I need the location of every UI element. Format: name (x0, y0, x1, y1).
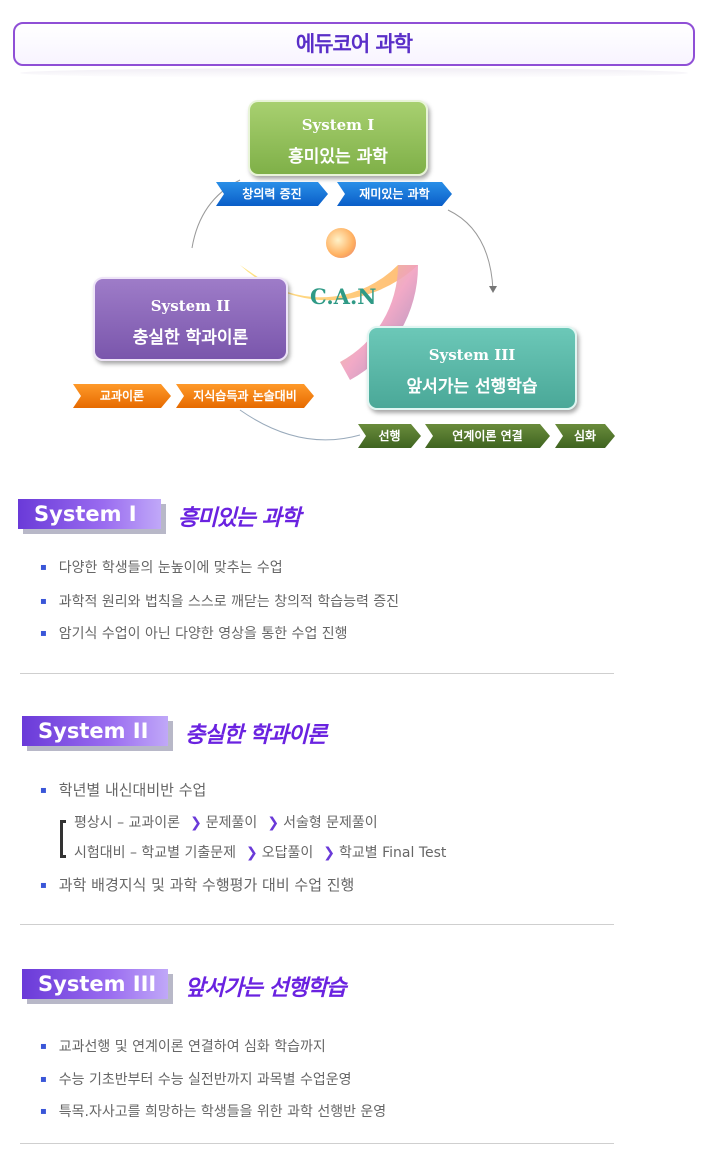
system1-name: 흥미있는 과학 (288, 147, 388, 167)
line2-step2: 학교별 Final Test (339, 845, 447, 861)
line1-step2: 서술형 문제풀이 (283, 815, 378, 831)
chevron-right-icon: ❯ (246, 845, 258, 861)
schedule-line-exam: 시험대비 – 학교별 기출문제❯오답풀이❯학교별 Final Test (74, 842, 446, 862)
arc-bottom (239, 409, 361, 441)
tag-creativity: 창의력 증진 (216, 182, 328, 206)
section1-bullet-1: 다양한 학생들의 눈높이에 맞추는 수업 (40, 557, 283, 577)
system2-roman: System II (150, 297, 231, 315)
section2-bullet-top: 학년별 내신대비반 수업 (40, 779, 207, 800)
schedule-line-normal: 평상시 – 교과이론❯문제풀이❯서술형 문제풀이 (74, 812, 378, 832)
section1-bullet-2: 과학적 원리와 법칙을 스스로 깨닫는 창의적 학습능력 증진 (40, 591, 399, 611)
line2-lead: 시험대비 – 학교별 기출문제 (74, 845, 237, 861)
system2-name: 충실한 학과이론 (132, 328, 249, 348)
chevron-right-icon: ❯ (190, 815, 202, 831)
page-title-bar: 에듀코어 과학 (13, 22, 695, 66)
divider-3 (20, 1143, 614, 1144)
tag-linked-theory: 연계이론 연결 (425, 424, 550, 448)
bracket-icon (60, 820, 66, 858)
system3-name: 앞서가는 선행학습 (406, 377, 538, 397)
section2-subtitle: 충실한 학과이론 (185, 723, 327, 748)
system1-box: System I 흥미있는 과학 (248, 100, 428, 176)
section3-bullet-2: 수능 기초반부터 수능 실전반까지 과목별 수업운영 (40, 1069, 352, 1089)
divider-2 (20, 924, 614, 925)
chevron-right-icon: ❯ (323, 845, 336, 861)
section1-badge: System I (18, 499, 161, 529)
system1-roman: System I (301, 116, 375, 134)
tag-theory: 교과이론 (73, 384, 171, 408)
section3-bullet-3: 특목.자사고를 희망하는 학생들을 위한 과학 선행반 운영 (40, 1101, 386, 1121)
tag-advanced: 심화 (555, 424, 615, 448)
center-dot (326, 228, 356, 258)
tag-fun-science: 재미있는 과학 (337, 182, 452, 206)
can-label: C.A.N (310, 284, 377, 309)
chevron-right-icon: ❯ (267, 815, 280, 831)
section3-subtitle: 앞서가는 선행학습 (185, 976, 347, 1001)
section1-subtitle: 흥미있는 과학 (178, 506, 301, 531)
line2-step1: 오답풀이 (261, 845, 314, 861)
system2-box: System II 충실한 학과이론 (93, 277, 288, 361)
tag-knowledge-essay: 지식습득과 논술대비 (176, 384, 314, 408)
section3-badge: System III (22, 969, 168, 999)
system3-roman: System III (428, 346, 516, 364)
section3-bullet-1: 교과선행 및 연계이론 연결하여 심화 학습까지 (40, 1036, 326, 1056)
section1-bullet-3: 암기식 수업이 아닌 다양한 영상을 통한 수업 진행 (40, 623, 348, 643)
crescent-shape-right (340, 265, 419, 380)
divider-1 (20, 673, 614, 674)
line1-step1: 문제풀이 (205, 815, 258, 831)
arc-arrowhead (489, 286, 497, 293)
section2-badge: System II (22, 716, 168, 746)
title-shadow (20, 68, 688, 78)
line1-lead: 평상시 – 교과이론 (74, 815, 181, 831)
arc-right (447, 209, 494, 291)
tag-preview: 선행 (358, 424, 421, 448)
section2-bullet-bottom: 과학 배경지식 및 과학 수행평가 대비 수업 진행 (40, 874, 355, 895)
page-title: 에듀코어 과학 (295, 32, 413, 56)
system3-box: System III 앞서가는 선행학습 (367, 326, 577, 410)
